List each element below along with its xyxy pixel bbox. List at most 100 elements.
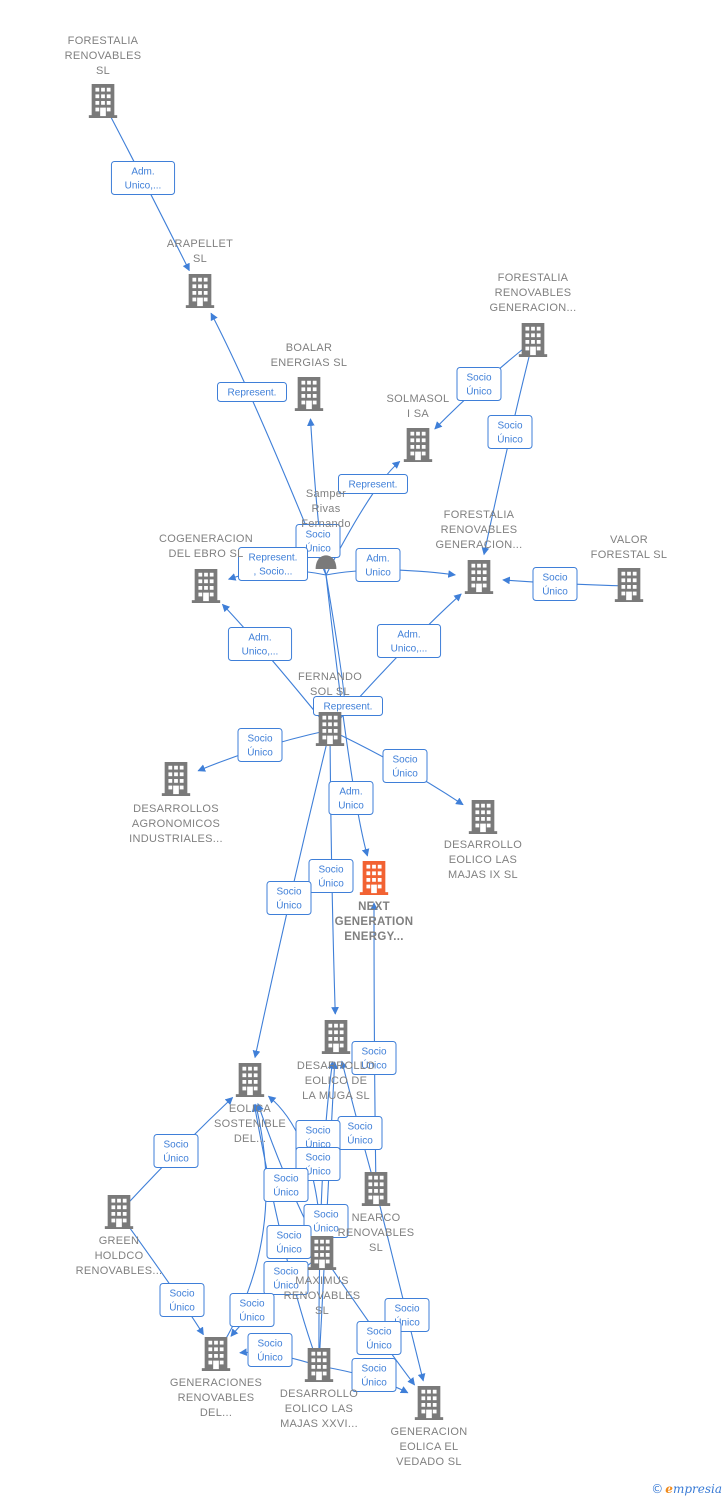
node-label: Samper: [306, 488, 346, 500]
node-desarrollos_agro[interactable]: DESARROLLOSAGRONOMICOSINDUSTRIALES...: [129, 762, 223, 845]
node-next_gen[interactable]: NEXTGENERATIONENERGY...: [335, 861, 414, 943]
edge-label-box: [159, 1283, 205, 1317]
edge-label-text: Socio: [542, 573, 567, 584]
edge-label-box: [229, 1293, 275, 1327]
building-icon: [361, 1172, 391, 1206]
edge-label-text: Unico,...: [242, 647, 279, 658]
edge-label-text: Único: [247, 746, 273, 759]
node-label: GREEN: [99, 1235, 140, 1247]
edge-label-box: [356, 1321, 402, 1355]
node-forestalia_gen_top[interactable]: FORESTALIARENOVABLESGENERACION...: [489, 272, 576, 357]
building-icon: [403, 428, 433, 462]
edge-label-text: Unico: [338, 801, 364, 812]
edge-label-text: , Socio...: [254, 567, 293, 578]
building-icon: [235, 1063, 265, 1097]
building-icon: [464, 560, 494, 594]
node-label: RENOVABLES...: [76, 1265, 163, 1277]
edge-label-text: Socio: [247, 734, 272, 745]
edge-label-9[interactable]: Adm. Unico,...: [227, 627, 293, 661]
node-eolica_sostenible[interactable]: EOLICASOSTENIBLEDEL...: [214, 1063, 286, 1145]
edge-label-text: Socio: [318, 865, 343, 876]
edge-label-text: Adm.: [248, 633, 271, 644]
edge-label-text: Único: [276, 1243, 302, 1256]
node-label: COGENERACION: [159, 533, 253, 545]
edge-label-text: Socio: [466, 373, 491, 384]
edge-label-0[interactable]: Adm.Unico,...: [110, 161, 176, 195]
edge-label-text: Socio: [273, 1267, 298, 1278]
edge-label-box: [487, 415, 533, 449]
edge-label-text: Adm.: [366, 554, 389, 565]
edge-label-box: [153, 1134, 199, 1168]
node-green_holdco[interactable]: GREENHOLDCORENOVABLES...: [76, 1195, 163, 1277]
empresia-logo[interactable]: ©empresia: [651, 1482, 722, 1496]
edge-label-box: [328, 781, 374, 815]
node-generaciones_ren[interactable]: GENERACIONESRENOVABLESDEL...: [170, 1337, 262, 1419]
edge-label-box: [532, 567, 578, 601]
edge-label-box: [238, 547, 308, 581]
edge-label-text: Único: [276, 899, 302, 912]
node-label: NEXT: [358, 901, 390, 913]
edge-label-text: Socio: [366, 1327, 391, 1338]
edge-label-text: Represent.: [324, 702, 373, 713]
edge-label-1[interactable]: Represent.: [217, 382, 287, 402]
edge-label-4[interactable]: Represent.: [338, 474, 408, 494]
edge-label-11[interactable]: Represent.: [313, 696, 383, 716]
edge-label-text: Socio: [273, 1174, 298, 1185]
edge-label-text: Único: [361, 1059, 387, 1072]
edge-label-10[interactable]: Adm.Unico,...: [376, 624, 442, 658]
edge-label-text: Socio: [239, 1299, 264, 1310]
building-icon: [518, 323, 548, 357]
edge-label-6[interactable]: Represent., Socio...: [238, 547, 308, 581]
edge-label-text: Unico,...: [125, 181, 162, 192]
node-label: Fernando: [301, 518, 351, 530]
edge-label-box: [217, 382, 287, 402]
edge-label-text: Único: [163, 1152, 189, 1165]
edge-label-text: Socio: [305, 1153, 330, 1164]
edge-label-14[interactable]: Adm.Unico: [328, 781, 374, 815]
edge-label-text: Represent.: [228, 388, 277, 399]
node-label: EOLICO LAS: [449, 854, 517, 866]
node-label: SOSTENIBLE: [214, 1118, 286, 1130]
edge-label-box: [351, 1358, 397, 1392]
node-forestalia_gen_mid[interactable]: FORESTALIARENOVABLESGENERACION...: [435, 509, 522, 594]
node-label: DESARROLLO: [280, 1388, 358, 1400]
node-label: MAJAS XXVI...: [280, 1418, 358, 1430]
edge-label-7[interactable]: Adm.Unico: [355, 548, 401, 582]
edge-label-text: Único: [257, 1351, 283, 1364]
edge-label-box: [266, 881, 312, 915]
